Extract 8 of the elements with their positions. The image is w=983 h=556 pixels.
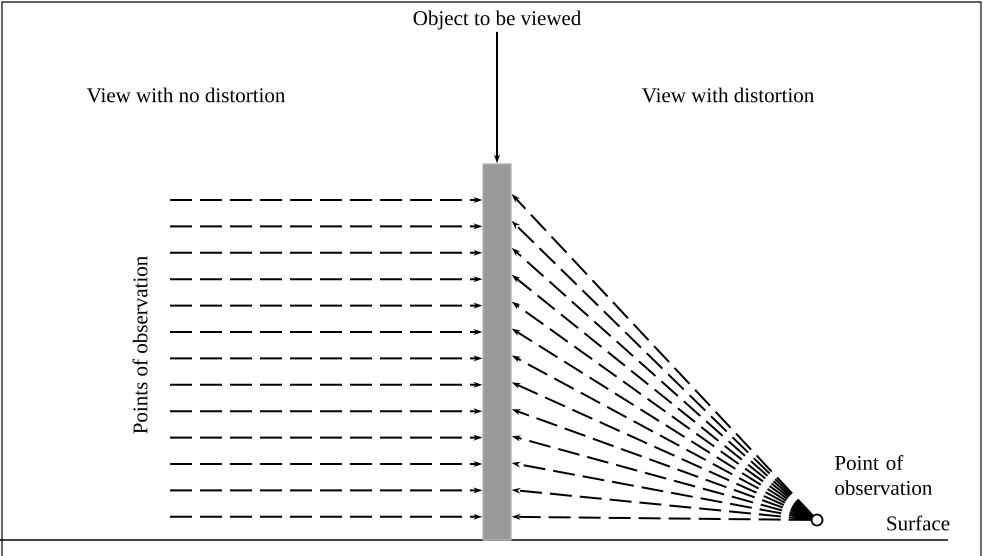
text-label: View with distortion: [642, 88, 814, 102]
node-label: Object to be viewed: [414, 10, 582, 30]
object-bar: [482, 163, 512, 541]
text-label: Surface: [887, 516, 950, 531]
point-label: Point of observation: [835, 455, 932, 496]
text-label: View with no distortion: [86, 88, 286, 102]
text-label: Points of observation: [132, 256, 148, 434]
observation-point-circle: [810, 514, 824, 526]
